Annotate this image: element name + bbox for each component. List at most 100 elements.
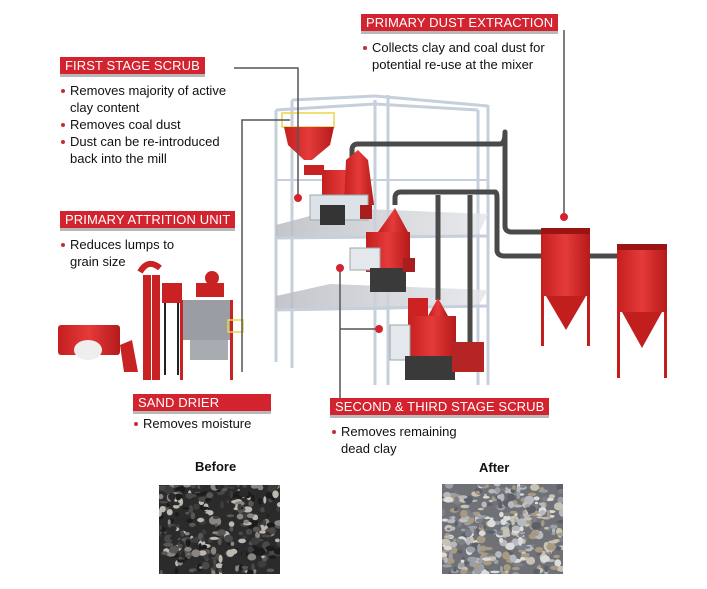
grain bbox=[442, 564, 453, 568]
grain bbox=[159, 493, 164, 500]
grain bbox=[206, 492, 214, 499]
grain bbox=[541, 496, 548, 502]
grain bbox=[163, 542, 174, 547]
grain bbox=[476, 535, 486, 544]
grain bbox=[221, 488, 228, 492]
after-caption: After bbox=[479, 460, 510, 475]
grain bbox=[476, 518, 483, 523]
bullet-item: Reduces lumps to grain size bbox=[60, 236, 200, 270]
grain bbox=[165, 502, 170, 508]
grain bbox=[238, 489, 249, 498]
before-sand-photo bbox=[159, 485, 280, 574]
grain bbox=[511, 525, 521, 532]
grain bbox=[235, 565, 239, 572]
grain bbox=[180, 550, 186, 559]
grain bbox=[489, 517, 494, 521]
grain bbox=[465, 529, 472, 538]
grain bbox=[257, 512, 268, 520]
second-stage-scrub-equipment bbox=[349, 208, 415, 292]
grain bbox=[181, 538, 186, 543]
grain bbox=[203, 513, 209, 519]
bullet-icon bbox=[134, 422, 138, 426]
grain bbox=[460, 559, 465, 563]
grain bbox=[524, 504, 531, 508]
grain bbox=[271, 564, 280, 571]
grain bbox=[488, 499, 493, 503]
grain bbox=[533, 496, 540, 501]
grain bbox=[184, 532, 190, 536]
grain bbox=[275, 538, 280, 543]
grain bbox=[499, 511, 504, 518]
grain bbox=[218, 554, 223, 563]
grain bbox=[546, 510, 551, 518]
callout-markers bbox=[294, 194, 568, 333]
grain bbox=[468, 525, 478, 529]
grain bbox=[460, 569, 468, 574]
grain bbox=[554, 559, 562, 567]
grain bbox=[257, 485, 264, 491]
grain bbox=[453, 538, 457, 542]
second-third-stage-scrub-bullets: Removes remaining dead clay bbox=[331, 423, 471, 457]
grain bbox=[479, 556, 483, 565]
grain bbox=[248, 525, 255, 529]
grain bbox=[509, 554, 517, 562]
grain bbox=[238, 531, 244, 536]
grain bbox=[526, 505, 537, 514]
grain bbox=[453, 507, 459, 512]
first-stage-scrub-equipment bbox=[281, 112, 374, 225]
grain bbox=[228, 485, 236, 490]
grain bbox=[266, 522, 276, 528]
grain bbox=[226, 499, 230, 504]
grain bbox=[524, 495, 535, 504]
grain bbox=[506, 558, 511, 563]
grain bbox=[276, 555, 280, 562]
grain bbox=[250, 537, 260, 545]
grain bbox=[265, 545, 276, 552]
grain bbox=[174, 512, 179, 517]
grain bbox=[226, 514, 235, 518]
grain bbox=[458, 562, 465, 568]
dust-ducts bbox=[349, 129, 620, 345]
grain bbox=[168, 493, 176, 501]
grain bbox=[214, 523, 218, 527]
grain bbox=[230, 564, 235, 571]
grain bbox=[188, 505, 194, 513]
grain bbox=[442, 538, 451, 545]
grain bbox=[512, 566, 520, 571]
grain bbox=[446, 527, 451, 531]
grain bbox=[190, 485, 197, 489]
grain bbox=[493, 484, 501, 487]
grain bbox=[508, 524, 513, 529]
grain bbox=[555, 546, 562, 551]
grain bbox=[168, 545, 179, 554]
grain bbox=[255, 493, 261, 497]
grain bbox=[273, 548, 280, 555]
grain bbox=[266, 568, 275, 573]
bullet-item: Removes majority of active clay content bbox=[60, 82, 240, 116]
sand-drier-label: SAND DRIER bbox=[133, 394, 271, 411]
bullet-icon bbox=[61, 243, 65, 247]
grain bbox=[558, 489, 563, 494]
grain bbox=[276, 502, 280, 508]
grain bbox=[204, 497, 211, 502]
grain bbox=[243, 519, 249, 524]
grain bbox=[450, 541, 458, 548]
grain bbox=[218, 568, 222, 573]
grain bbox=[490, 570, 500, 574]
grain bbox=[167, 524, 172, 528]
grain bbox=[518, 539, 523, 546]
grain bbox=[159, 503, 168, 507]
grain bbox=[478, 530, 486, 536]
grain bbox=[482, 559, 492, 566]
grain bbox=[503, 515, 511, 521]
grain bbox=[544, 526, 549, 530]
grain bbox=[199, 506, 210, 510]
primary-attrition-unit-bullets: Reduces lumps to grain size bbox=[60, 236, 200, 270]
grain bbox=[478, 551, 485, 554]
grain bbox=[536, 552, 542, 556]
grain bbox=[511, 518, 515, 526]
grain bbox=[175, 496, 181, 501]
grain bbox=[554, 502, 563, 511]
grain bbox=[228, 521, 235, 527]
grain bbox=[500, 488, 507, 491]
